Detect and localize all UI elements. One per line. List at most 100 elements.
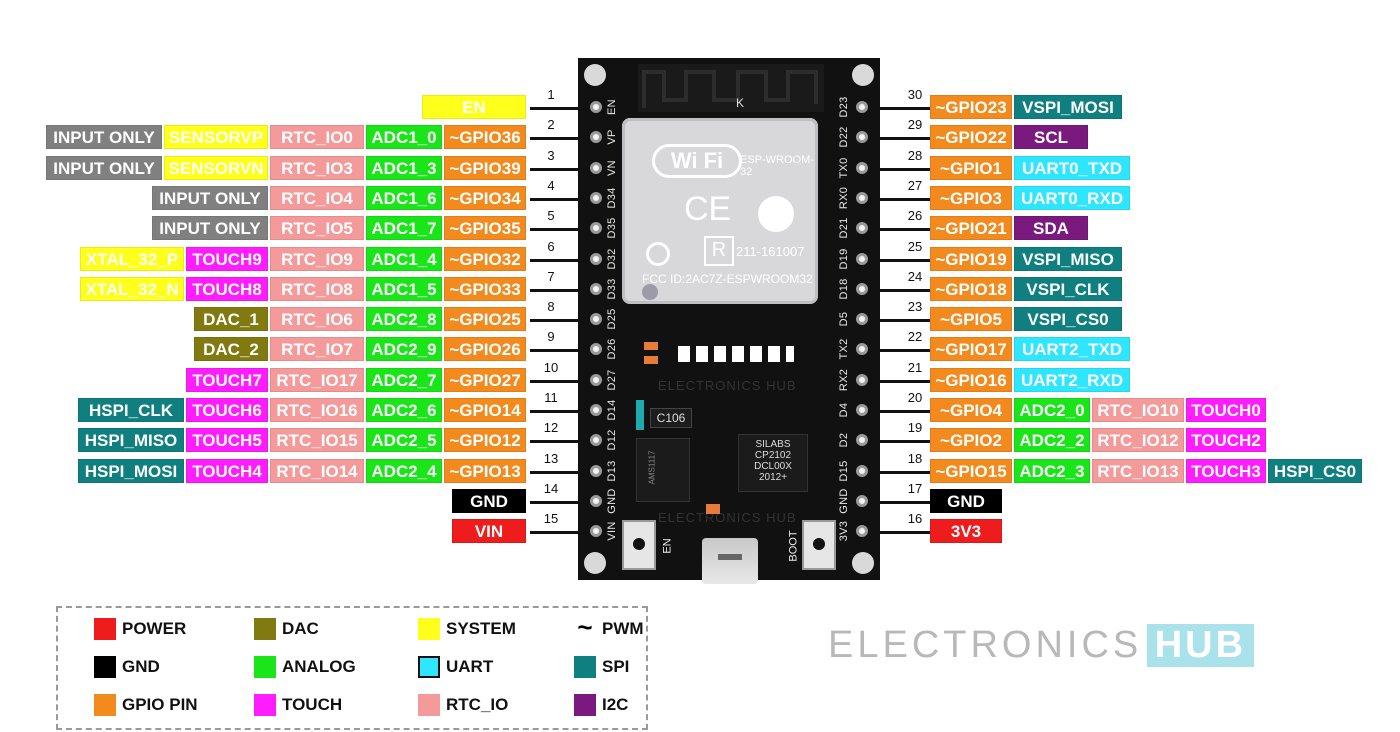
pin-label: ~GPIO3 — [930, 185, 1012, 210]
pin-label: ADC1_4 — [366, 246, 442, 271]
pin-label: RTC_IO17 — [270, 367, 364, 392]
capacitor — [636, 400, 644, 430]
pin-label: TOUCH3 — [1186, 458, 1266, 483]
pin-label: TOUCH6 — [186, 398, 268, 422]
pin-label: VSPI_CS0 — [1014, 307, 1122, 332]
pin-number: 13 — [543, 450, 559, 466]
pin-lead — [530, 500, 586, 504]
module-dot — [642, 284, 658, 300]
legend-swatch — [418, 656, 440, 678]
smd-resistor — [706, 504, 720, 514]
pin-label: ADC2_4 — [366, 458, 442, 483]
pin-number: 9 — [547, 329, 555, 345]
pin-number: 1 — [547, 87, 555, 102]
pin-number: 4 — [547, 177, 555, 193]
pin-label: ~GPIO16 — [930, 367, 1012, 392]
legend-swatch — [418, 618, 440, 640]
pin-label: EN — [422, 95, 526, 119]
pin-lead — [874, 258, 930, 262]
pin-label: SENSORVN — [164, 155, 268, 180]
pin-hole-icon — [856, 313, 868, 326]
pin-hole-icon — [856, 131, 868, 144]
pin-hole-icon — [590, 191, 602, 204]
legend-swatch — [254, 694, 276, 716]
cap-label: C106 — [650, 408, 692, 428]
boot-button[interactable] — [802, 520, 836, 570]
pin-label: ADC1_0 — [366, 125, 442, 150]
pin-lead — [874, 288, 930, 292]
en-button-label: EN — [661, 538, 674, 554]
pin-hole-icon — [590, 404, 602, 416]
pin-lead — [874, 410, 930, 413]
pin-label: RTC_IO7 — [270, 337, 364, 362]
pin-label: ~GPIO4 — [930, 398, 1012, 422]
pin-label: ADC2_9 — [366, 337, 442, 362]
board-pin-name: 3V3 — [838, 520, 850, 542]
cert-logo — [646, 242, 670, 266]
pin-label: RTC_IO6 — [270, 307, 364, 332]
pin-label: RTC_IO5 — [270, 216, 364, 241]
regulator-chip: AMS1117 — [636, 438, 690, 502]
pin-lead — [874, 470, 930, 474]
pin-hole-icon — [856, 252, 868, 265]
pin-label: RTC_IO8 — [270, 276, 364, 301]
espressif-logo — [758, 196, 794, 232]
pin-lead — [874, 228, 930, 232]
pin-label: TOUCH7 — [186, 367, 268, 392]
pin-lead — [530, 470, 586, 474]
legend-label: PWM — [602, 619, 644, 638]
pin-hole-icon — [856, 373, 868, 386]
legend-label: UART — [446, 657, 494, 676]
legend-label: GPIO PIN — [122, 695, 198, 714]
pin-label: ADC1_7 — [366, 216, 442, 241]
legend-swatch — [94, 694, 116, 716]
pin-number: 8 — [547, 299, 555, 315]
pin-number: 16 — [907, 511, 923, 527]
pin-label: TOUCH0 — [1186, 398, 1266, 422]
pin-label: INPUT ONLY — [46, 125, 162, 150]
pin-label: ~GPIO33 — [444, 276, 526, 301]
pin-hole-icon — [590, 373, 602, 386]
pin-label: VSPI_MISO — [1014, 246, 1122, 271]
pin-hole-icon — [856, 101, 868, 113]
pin-number: 25 — [907, 238, 923, 254]
board-watermark: ELECTRONICS HUB — [658, 510, 797, 525]
pin-label: RTC_IO3 — [270, 155, 364, 180]
legend-label: RTC_IO — [446, 695, 509, 714]
pin-number: 17 — [907, 480, 923, 496]
pin-label: DAC_1 — [194, 307, 268, 332]
mount-hole-icon — [852, 552, 874, 574]
pin-label: ~GPIO13 — [444, 458, 526, 483]
en-button[interactable] — [622, 520, 656, 570]
pin-lead — [874, 197, 930, 201]
pin-lead — [530, 197, 586, 201]
pin-number: 3 — [547, 147, 555, 163]
pin-label: ~GPIO25 — [444, 307, 526, 332]
pin-hole-icon — [590, 494, 602, 507]
pin-label: XTAL_32_P — [80, 246, 184, 271]
pin-number: 19 — [907, 420, 923, 436]
pin-hole-icon — [590, 464, 602, 477]
mount-hole-icon — [584, 64, 606, 86]
pin-hole-icon — [590, 343, 602, 356]
pin-hole-icon — [590, 131, 602, 144]
wifi-logo: Wi Fi — [652, 144, 742, 178]
pin-number: 5 — [547, 208, 555, 224]
board-watermark: ELECTRONICS HUB — [658, 378, 797, 393]
legend-swatch — [418, 694, 440, 716]
pin-lead — [530, 319, 586, 323]
pin-label: ~GPIO26 — [444, 337, 526, 362]
pin-label: ADC1_5 — [366, 276, 442, 301]
pin-label: ~GPIO21 — [930, 216, 1012, 241]
pin-number: 23 — [907, 299, 923, 315]
pin-label: RTC_IO14 — [270, 458, 364, 483]
pin-number: 10 — [543, 359, 559, 375]
legend-label: TOUCH — [282, 695, 343, 714]
chip-line: 2012+ — [758, 472, 788, 483]
pin-label: TOUCH5 — [186, 428, 268, 453]
pin-label: ADC2_7 — [366, 367, 442, 392]
pin-label: SDA — [1014, 216, 1088, 241]
pin-label: ~GPIO15 — [930, 458, 1012, 483]
pin-number: 27 — [907, 177, 923, 193]
pin-label: ~GPIO2 — [930, 428, 1012, 453]
